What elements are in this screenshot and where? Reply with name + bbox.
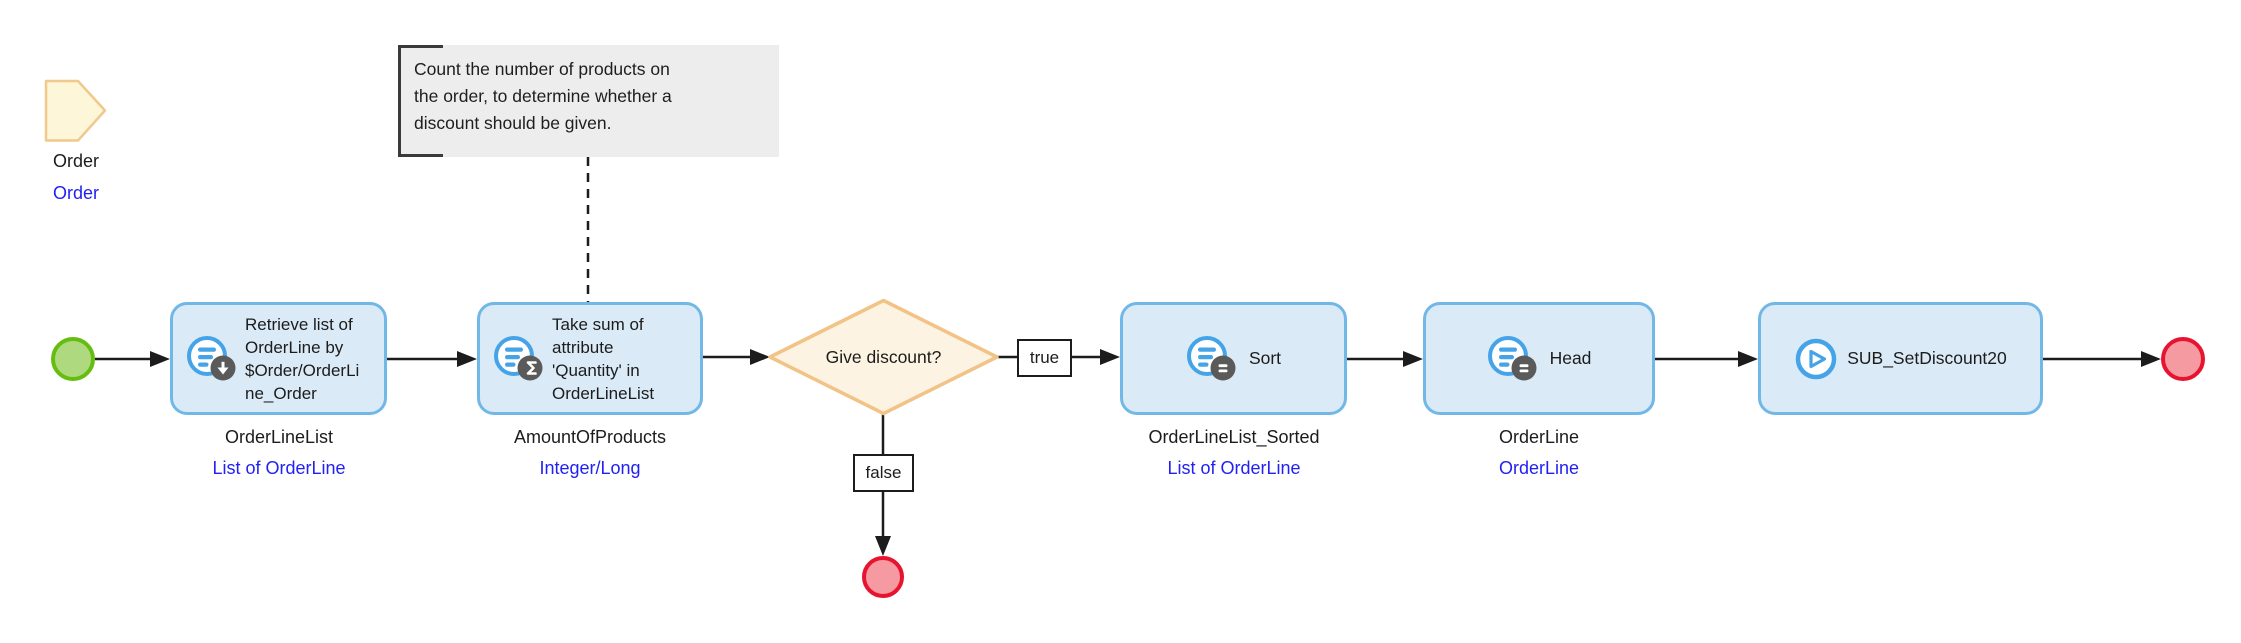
annotation-box[interactable]: Count the number of products on the orde… (398, 45, 779, 157)
start-event[interactable] (51, 337, 95, 381)
arrowhead-icon (1738, 351, 1758, 367)
call-microflow-icon (1795, 338, 1837, 379)
outcome-label-true[interactable]: true (1017, 339, 1072, 377)
activity-caption: Take sum of attribute 'Quantity' in Orde… (552, 314, 655, 403)
end-event-false-path[interactable] (862, 556, 904, 598)
decision-caption[interactable]: Give discount? (825, 346, 942, 367)
parameter-name: Order (52, 151, 99, 171)
arrowhead-icon (875, 536, 891, 556)
activity-caption: Retrieve list of OrderLine by $Order/Ord… (245, 314, 360, 403)
variable-name: OrderLineList_Sorted (1148, 427, 1320, 447)
activity-aggregate[interactable]: Take sum of attribute 'Quantity' in Orde… (477, 302, 703, 415)
outcome-label-false[interactable]: false (853, 454, 914, 492)
activity-head[interactable]: Head (1423, 302, 1655, 415)
flow-head-to-subcall[interactable] (1655, 351, 1758, 367)
activity-caption: Head (1549, 348, 1592, 368)
activity-subcall[interactable]: SUB_SetDiscount20 (1758, 302, 2043, 415)
activity-sort[interactable]: Sort (1120, 302, 1347, 415)
flow-subcall-to-end[interactable] (2043, 351, 2161, 367)
flow-start-to-retrieve[interactable] (95, 351, 170, 367)
flow-aggregate-to-decision[interactable] (703, 349, 770, 365)
parameter-type: Order (52, 183, 99, 203)
sort-list-icon (1186, 335, 1236, 380)
parameter-pentagon-icon[interactable] (44, 79, 107, 142)
arrowhead-icon (750, 349, 770, 365)
aggregate-sum-icon (494, 335, 543, 380)
arrowhead-icon (1100, 349, 1120, 365)
arrowhead-icon (150, 351, 170, 367)
arrowhead-icon (2141, 351, 2161, 367)
flow-sort-to-head[interactable] (1347, 351, 1423, 367)
variable-name: AmountOfProducts (513, 427, 667, 447)
variable-name: OrderLineList (224, 427, 334, 447)
flow-retrieve-to-aggregate[interactable] (387, 351, 477, 367)
retrieve-list-icon (187, 335, 236, 380)
variable-type: Integer/Long (539, 458, 641, 478)
variable-name: OrderLine (1498, 427, 1580, 447)
variable-type: OrderLine (1498, 458, 1580, 478)
variable-type: List of OrderLine (1167, 458, 1301, 478)
arrowhead-icon (457, 351, 477, 367)
decision-diamond[interactable] (768, 298, 999, 416)
activity-retrieve[interactable]: Retrieve list of OrderLine by $Order/Ord… (170, 302, 387, 415)
head-list-icon (1487, 335, 1537, 380)
activity-caption: SUB_SetDiscount20 (1847, 348, 2007, 368)
activity-caption: Sort (1248, 348, 1282, 368)
annotation-text: Count the number of products on the orde… (414, 59, 672, 133)
arrowhead-icon (1403, 351, 1423, 367)
end-event-main[interactable] (2161, 337, 2205, 381)
variable-type: List of OrderLine (212, 458, 346, 478)
